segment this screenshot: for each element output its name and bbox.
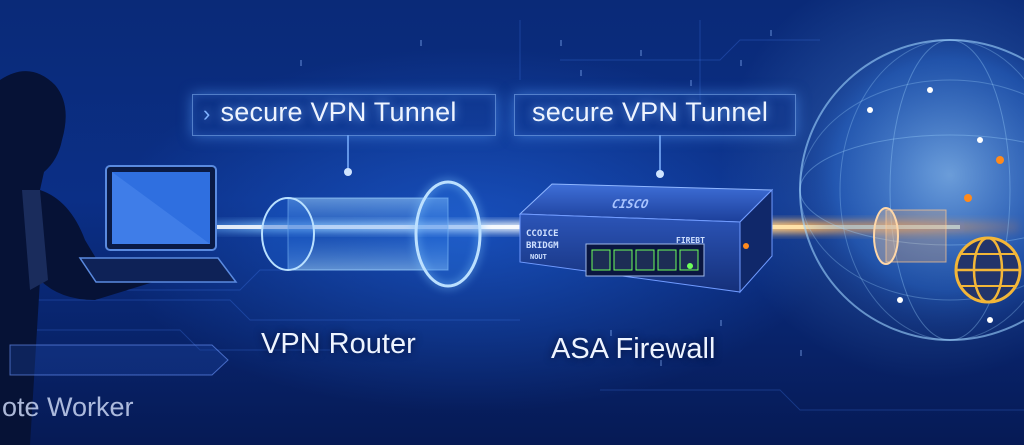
- asa-firewall-device: [518, 183, 774, 294]
- tunnel-label-box-left: [192, 94, 496, 136]
- circuit-lines: [0, 20, 1024, 411]
- vpn-tunnel-tube: [261, 178, 484, 290]
- asa-firewall-label: ASA Firewall: [551, 333, 716, 365]
- right-label-node: [656, 170, 664, 178]
- left-label-node: [344, 168, 352, 176]
- tunnel-label-left-text: secure VPN Tunnel: [220, 97, 457, 127]
- binary-dots: [300, 30, 802, 366]
- remote-worker-label: ote Worker: [2, 392, 134, 422]
- tunnel-label-box-right: [514, 94, 796, 136]
- laptop: [78, 165, 238, 283]
- tunnel-label-left: › secure VPN Tunnel: [203, 97, 457, 128]
- tunnel-label-right: secure VPN Tunnel: [532, 97, 769, 127]
- device-text-line1: CCOICE: [526, 229, 559, 239]
- device-text-line2: BRIDGM: [526, 241, 559, 251]
- chevron-right-icon: ›: [203, 101, 211, 126]
- device-text-line3: NOUT: [530, 253, 547, 261]
- left-arrow-frame: [9, 344, 229, 376]
- vpn-router-label: VPN Router: [261, 328, 416, 360]
- orange-tunnel-end: [873, 207, 947, 265]
- globe-icon: [954, 236, 1022, 304]
- device-port-label: FIREBT: [676, 236, 705, 245]
- device-brand: CISCO: [609, 197, 651, 211]
